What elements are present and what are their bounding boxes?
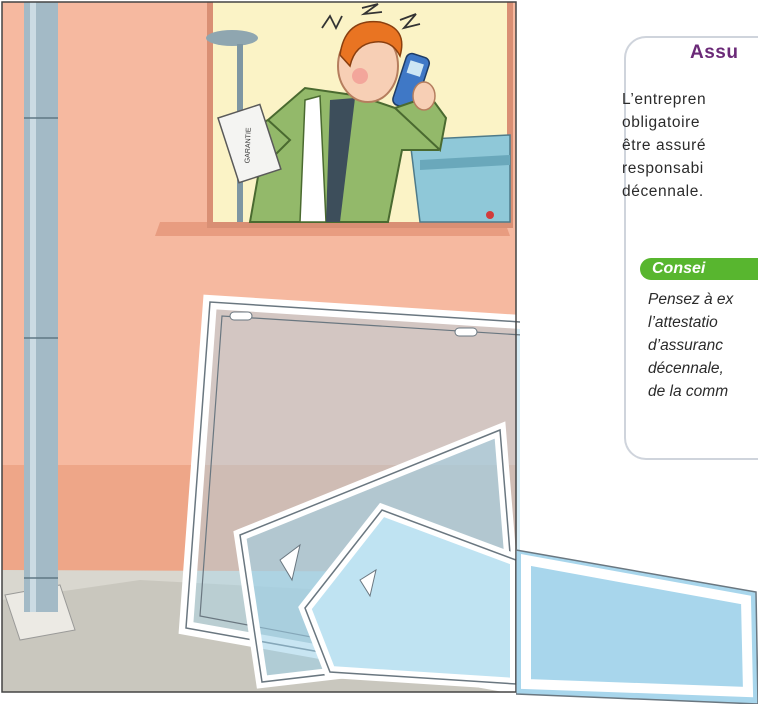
tip-line: de la comm [648,383,729,400]
info-box [624,36,758,460]
glass-pane-extension [516,549,758,704]
pipe-highlight [30,2,36,612]
tip-line: l’attestatio [648,314,718,331]
tip-text: Pensez à ex l’attestatio d’assuranc déce… [648,288,758,403]
warranty-card-label: GARANTIE [244,127,252,163]
tip-label: Consei [652,260,706,277]
illustration-drawing: GARANTIE [1,1,520,693]
info-box-body: L’entrepren obligatoire être assuré resp… [622,88,758,203]
info-box-line: L’entrepren [622,91,707,108]
warranty-card: GARANTIE [217,103,282,184]
info-box-line: être assuré [622,137,707,154]
person-hair [339,20,403,68]
info-box-line: obligatoire [622,114,701,131]
info-box-line: responsabi [622,160,704,177]
tip-line: décennale, [648,360,724,377]
tip-line: d’assuranc [648,337,723,354]
pipe [24,2,58,612]
info-box-title: Assu [690,42,739,63]
illustration: GARANTIE [1,1,520,693]
info-box-line: décennale. [622,183,704,200]
tip-badge [640,258,758,280]
fallen-window-frame [305,510,516,684]
tip-line: Pensez à ex [648,291,734,308]
